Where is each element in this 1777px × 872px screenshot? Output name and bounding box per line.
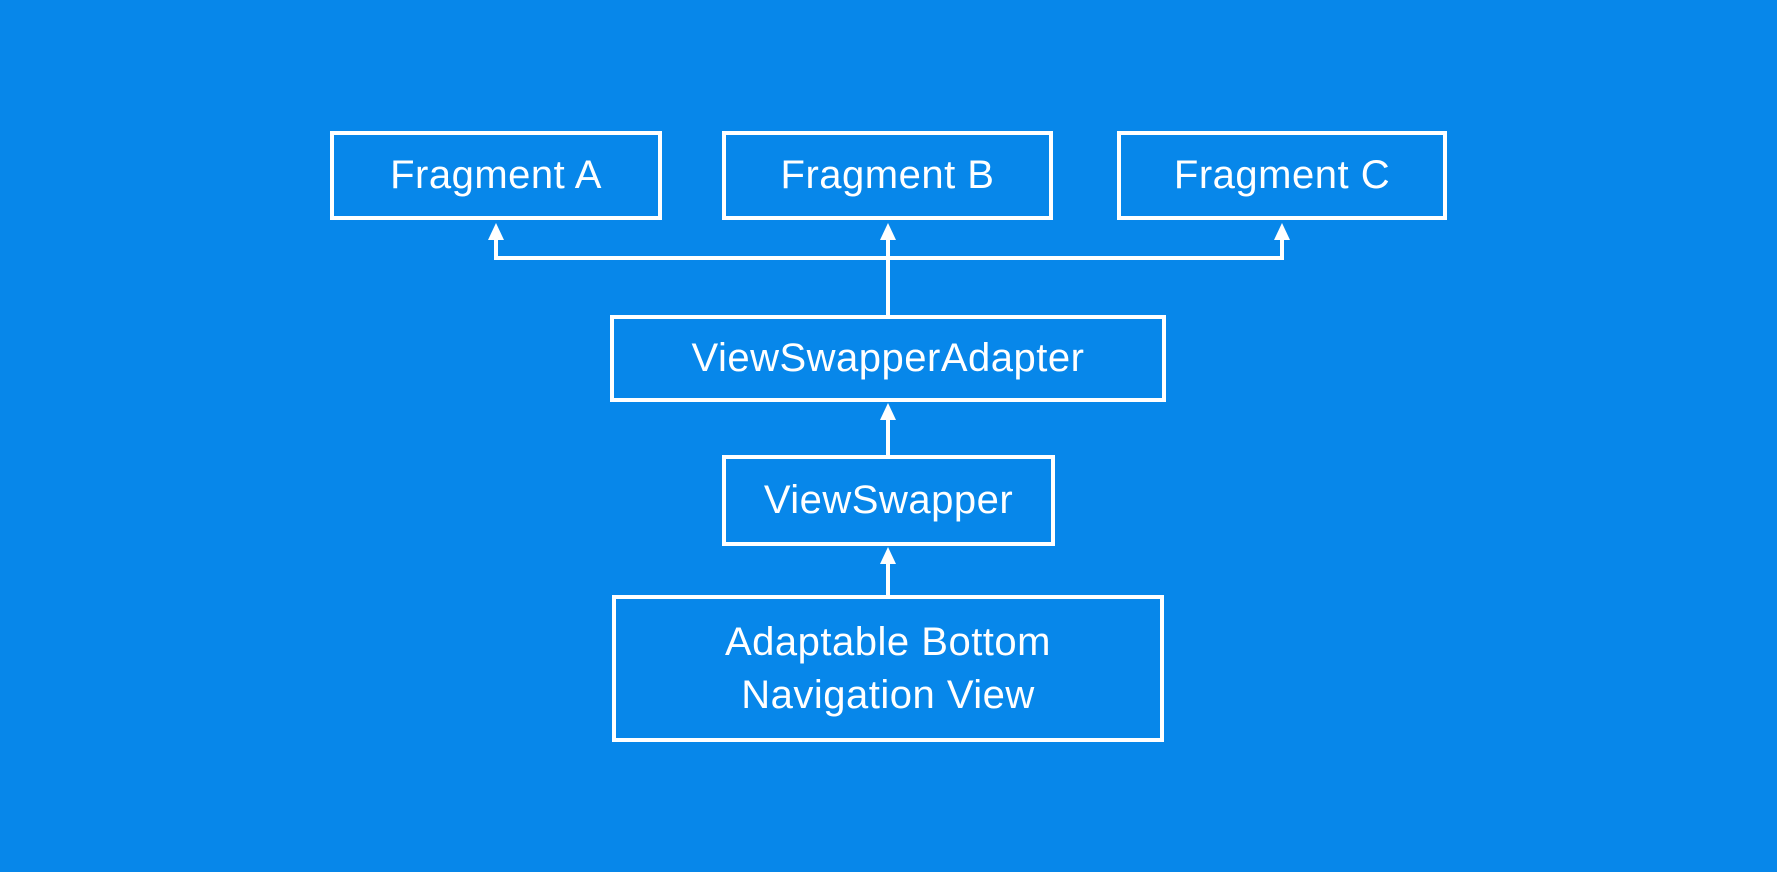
arrowhead-up-viewswapperadapter-icon xyxy=(880,403,896,420)
arrowhead-up-fragment-b-icon xyxy=(880,223,896,240)
node-fragment-a-label: Fragment A xyxy=(390,153,602,198)
node-adaptable-bottom-navigation-view: Adaptable Bottom Navigation View xyxy=(612,595,1164,742)
node-adaptable-bottom-navigation-view-label: Adaptable Bottom Navigation View xyxy=(725,619,1051,717)
connector-riser-viewswapper-to-adapter xyxy=(886,418,890,455)
connector-riser-bottomnav-to-viewswapper xyxy=(886,562,890,595)
connector-riser-fragment-b xyxy=(886,240,890,315)
node-fragment-b: Fragment B xyxy=(722,131,1053,220)
node-viewswapper-label: ViewSwapper xyxy=(763,478,1014,523)
node-viewswapperadapter: ViewSwapperAdapter xyxy=(610,315,1166,402)
node-fragment-b-label: Fragment B xyxy=(780,153,995,198)
connector-riser-fragment-a xyxy=(494,240,498,260)
connector-riser-fragment-c xyxy=(1280,240,1284,260)
arrowhead-up-fragment-a-icon xyxy=(488,223,504,240)
node-fragment-c-label: Fragment C xyxy=(1173,153,1391,198)
arrowhead-up-viewswapper-icon xyxy=(880,547,896,564)
node-viewswapperadapter-label: ViewSwapperAdapter xyxy=(691,336,1085,381)
arrowhead-up-fragment-c-icon xyxy=(1274,223,1290,240)
node-fragment-a: Fragment A xyxy=(330,131,662,220)
node-fragment-c: Fragment C xyxy=(1117,131,1447,220)
node-viewswapper: ViewSwapper xyxy=(722,455,1055,546)
